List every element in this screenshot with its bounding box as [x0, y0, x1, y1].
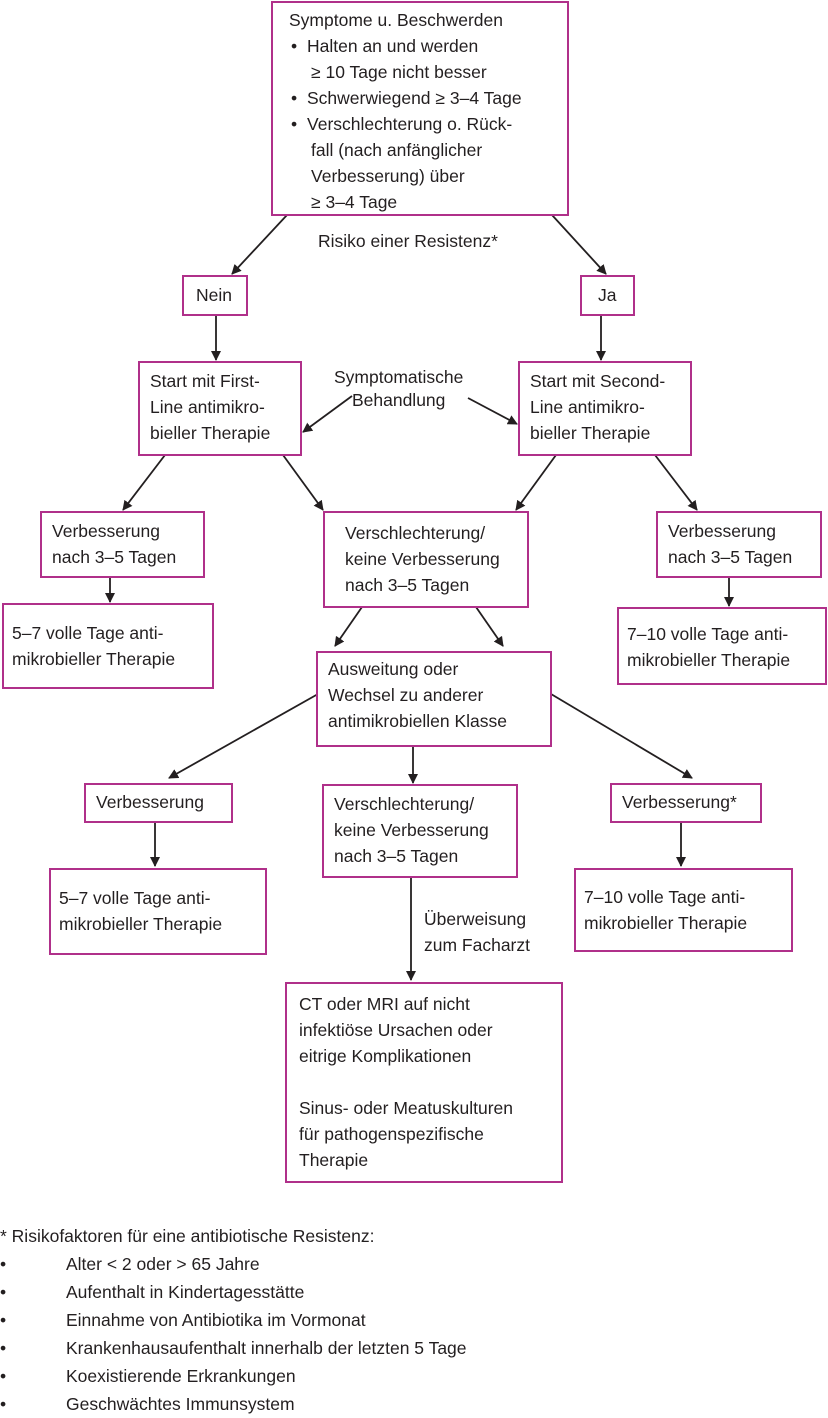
symptoms-title: Symptome u. Beschwerden [289, 10, 503, 30]
yes-box: Ja [580, 275, 635, 316]
first-line-box: Start mit First- Line antimikro- bieller… [138, 361, 302, 456]
arrow-switch-to-improve-left [168, 693, 319, 779]
days-5-7-bottom-box: 5–7 volle Tage anti- mikrobieller Therap… [49, 868, 267, 955]
bullet-icon: • [0, 1254, 7, 1274]
switch-box: Ausweitung oder Wechsel zu anderer antim… [316, 651, 552, 747]
arrow-second-line-to-improve [654, 454, 698, 511]
footnote-item-text: Alter < 2 oder > 65 Jahre [66, 1254, 260, 1274]
risk-label: Risiko einer Resistenz* [318, 231, 498, 251]
arrow-symptoms-to-yes [551, 214, 607, 275]
bullet-icon: • [0, 1366, 7, 1386]
days-7-10-top-box: 7–10 volle Tage anti- mikrobieller Thera… [617, 607, 827, 685]
symptom-bullet-1: • Halten an und werden ≥ 10 Tage nicht b… [291, 36, 487, 82]
footnote-item-text: Geschwächtes Immunsystem [66, 1394, 295, 1414]
footnote-item-text: Einnahme von Antibiotika im Vormonat [66, 1310, 366, 1330]
second-line-box: Start mit Second- Line antimikro- bielle… [518, 361, 692, 456]
days-5-7-top-box: 5–7 volle Tage anti- mikrobieller Therap… [2, 603, 214, 689]
arrow-first-line-to-improve [122, 454, 166, 511]
bullet-icon: • [0, 1338, 7, 1358]
footnote-item: • Geschwächtes Immunsystem [0, 1390, 375, 1418]
footnote-item: • Alter < 2 oder > 65 Jahre [0, 1250, 375, 1278]
arrow-symptomatic-to-second-line [467, 397, 518, 425]
improve-bottom-left-box: Verbesserung [84, 783, 233, 823]
days-7-10-bottom-box: 7–10 volle Tage anti- mikrobieller Thera… [574, 868, 793, 952]
improve-left-box: Verbesserung nach 3–5 Tagen [40, 511, 205, 578]
symptom-bullet-2: • Schwerwiegend ≥ 3–4 Tage [291, 88, 522, 108]
arrow-first-line-to-worse [282, 454, 324, 511]
footnote-item-text: Krankenhausaufenthalt innerhalb der letz… [66, 1338, 467, 1358]
footnote-item: • Koexistierende Erkrankungen [0, 1362, 375, 1390]
referral-label: Überweisung zum Facharzt [424, 909, 530, 955]
improve-right-box: Verbesserung nach 3–5 Tagen [656, 511, 822, 578]
footnote-item-text: Aufenthalt in Kindertagesstätte [66, 1282, 305, 1302]
arrow-symptomatic-to-first-line [302, 395, 353, 433]
footnote-item-text: Koexistierende Erkrankungen [66, 1366, 296, 1386]
arrow-second-line-to-worse [515, 454, 557, 511]
arrow-worse-to-switch-left [334, 606, 363, 647]
footnote-item: • Krankenhausaufenthalt innerhalb der let… [0, 1334, 467, 1362]
bullet-icon: • [0, 1282, 7, 1302]
improve-bottom-right-box: Verbesserung* [610, 783, 762, 823]
arrow-switch-to-improve-right [550, 693, 693, 779]
no-box: Nein [182, 275, 248, 316]
footnote-item: • Einnahme von Antibiotika im Vormonat [0, 1306, 375, 1334]
arrow-worse-to-switch-right [475, 606, 504, 647]
arrow-symptoms-to-no [231, 214, 288, 275]
bullet-icon: • [0, 1310, 7, 1330]
footnote-title: * Risikofaktoren für eine antibiotische … [0, 1226, 375, 1246]
worse-bottom-box: Verschlechterung/ keine Verbesserung nac… [322, 784, 518, 878]
bullet-icon: • [0, 1394, 7, 1414]
footnote-item: • Aufenthalt in Kindertagesstätte [0, 1278, 375, 1306]
worse-mid-box: Verschlechterung/ keine Verbesserung nac… [323, 511, 529, 608]
symptoms-box: Symptome u. Beschwerden • Halten an und … [271, 1, 569, 216]
ct-mri-box: CT oder MRI auf nicht infektiöse Ursache… [285, 982, 563, 1183]
symptomatic-label: Symptomatische Behandlung [334, 367, 464, 410]
footnote-list: • Alter < 2 oder > 65 Jahre • Aufenthalt in… [0, 1250, 467, 1418]
symptom-bullet-3: • Verschlechterung o. Rück- fall (nach a… [291, 114, 513, 212]
footnote: * Risikofaktoren für eine antibiotische … [0, 1222, 467, 1418]
